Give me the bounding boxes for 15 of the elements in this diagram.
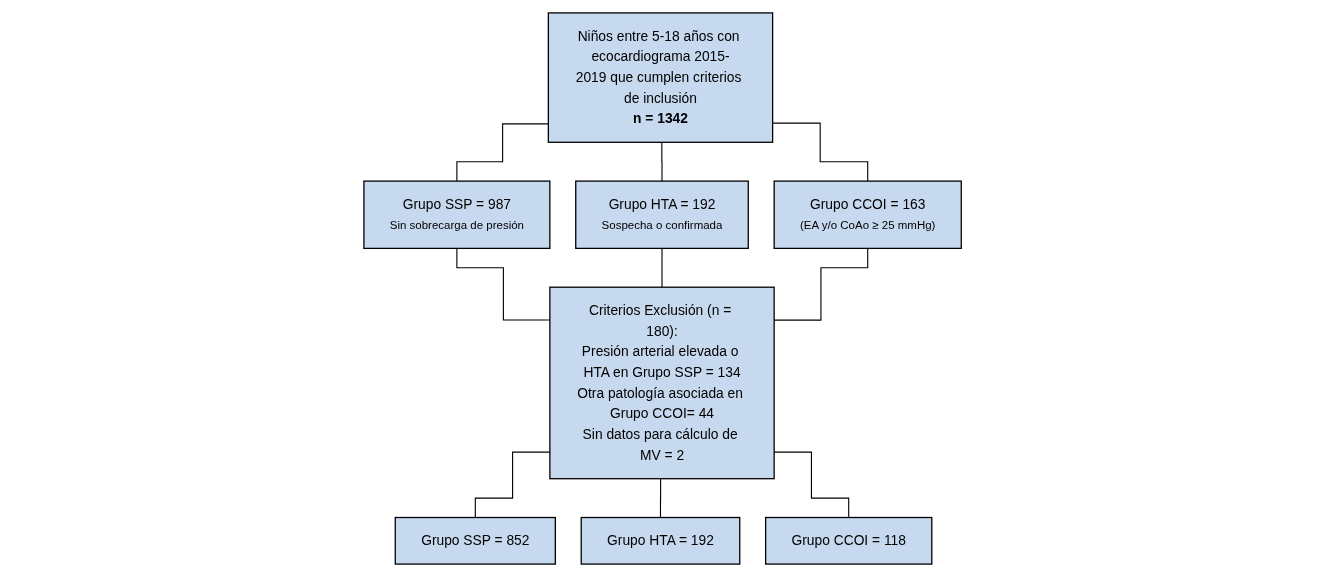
connector (661, 141, 663, 182)
node-box: Grupo SSP = 987 Sin sobrecarga de presión (363, 180, 551, 250)
connector (660, 478, 662, 519)
node-box: Grupo HTA = 192 Sospecha o confirmada (575, 180, 750, 250)
connector (661, 247, 663, 288)
connector (475, 451, 551, 519)
connector (456, 247, 551, 321)
node-box: Niños entre 5-18 años con ecocardiograma 2015-2019 que cumplen criterios de inclusión n = 1342 (548, 12, 774, 143)
connector (774, 451, 850, 519)
node-box: Grupo HTA = 192 (581, 516, 741, 565)
connector (774, 247, 869, 321)
node-box: Grupo SSP = 852 (395, 516, 557, 565)
node-box: Grupo CCOI = 163 (EA y/o CoAo ≥ 25 mmHg) (773, 180, 963, 250)
node-box: Grupo CCOI = 118 (765, 516, 933, 565)
node-box: Criterios Exclusión (n = 180): Presión arterial elevada o HTA en Grupo SSP = 134 Otra patología asociada en Grupo CCOI= 44 Sin datos para cálculo de MV = 2 (549, 286, 776, 480)
